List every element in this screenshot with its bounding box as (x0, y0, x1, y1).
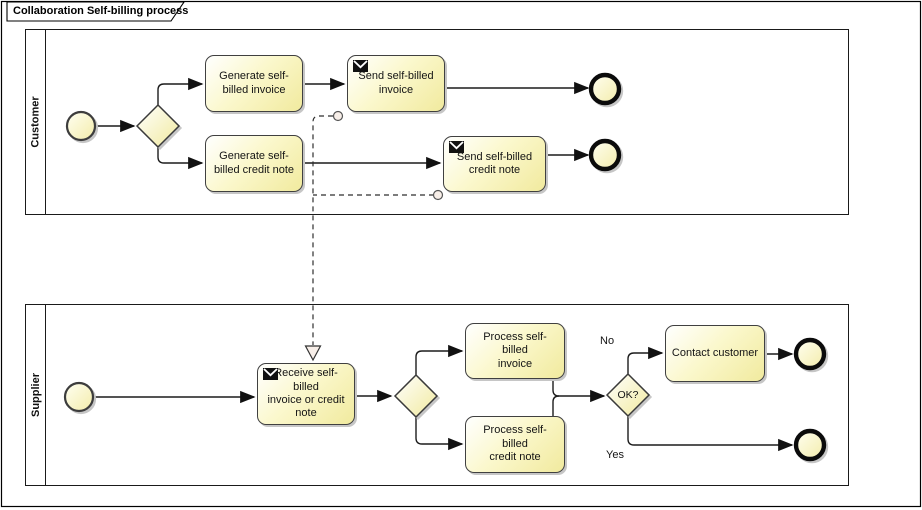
flow-gateway-to-generate-credit-note[interactable] (157, 147, 204, 170)
edge-label-no: No (600, 335, 615, 347)
task-label: Process self-billed credit note (483, 424, 547, 464)
task-label: Process self-billed invoice (483, 330, 547, 370)
message-flow-target-arrowhead-icon (304, 345, 322, 362)
flow-gateway-to-process-invoice[interactable] (415, 344, 464, 375)
message-icon (449, 141, 464, 153)
task-receive-self-billed-invoice-or-credit-note[interactable]: Receive self-billed invoice or credit no… (257, 363, 355, 425)
message-flow-source-circle-icon (332, 110, 344, 122)
diagram-title: Collaboration Self-billing process (13, 5, 189, 17)
flow-gateway-to-process-credit-note[interactable] (415, 417, 464, 451)
task-process-self-billed-credit-note[interactable]: Process self-billed credit note (465, 416, 565, 473)
task-label: Send self-billed invoice (358, 70, 434, 96)
task-label: Generate self- billed invoice (219, 70, 289, 96)
gateway-supplier-split[interactable] (393, 373, 439, 419)
task-label: Receive self-billed invoice or credit no… (267, 367, 345, 420)
pool-supplier-label-strip (26, 305, 46, 485)
message-flow-send-invoice-to-receive[interactable] (312, 115, 333, 345)
pool-customer-label-strip (26, 30, 46, 214)
start-event-customer[interactable] (65, 110, 97, 142)
task-label: Send self-billed credit note (456, 150, 533, 176)
task-contact-customer[interactable]: Contact customer (665, 325, 765, 382)
task-send-self-billed-invoice[interactable]: Send self-billed invoice (347, 55, 445, 112)
task-generate-self-billed-invoice[interactable]: Generate self- billed invoice (205, 55, 303, 112)
diagram-title-tab (6, 1, 186, 22)
message-icon (353, 60, 368, 72)
task-label: Contact customer (671, 346, 759, 359)
pool-supplier[interactable]: Supplier (25, 304, 849, 486)
end-event-invoice-sent[interactable] (588, 72, 622, 106)
flow-gateway-to-generate-invoice[interactable] (157, 77, 204, 105)
flow-ok-yes-to-end[interactable] (627, 416, 794, 452)
gateway-customer-split[interactable] (135, 103, 181, 149)
gateway-ok-check[interactable] (605, 372, 651, 418)
pool-customer[interactable]: Customer (25, 29, 849, 215)
task-generate-self-billed-credit-note[interactable]: Generate self- billed credit note (205, 135, 303, 192)
message-icon (263, 368, 278, 380)
edge-label-yes: Yes (606, 449, 624, 461)
gateway-ok-label: OK? (617, 389, 639, 401)
start-event-supplier[interactable] (63, 381, 95, 413)
flow-process-credit-note-to-ok-gateway[interactable] (552, 395, 560, 416)
message-flow-source-circle-icon (432, 189, 444, 201)
task-send-self-billed-credit-note[interactable]: Send self-billed credit note (443, 136, 546, 192)
end-event-contacted[interactable] (793, 337, 827, 371)
task-process-self-billed-invoice[interactable]: Process self-billed invoice (465, 323, 565, 379)
end-event-credit-note-sent[interactable] (588, 138, 622, 172)
task-label: Generate self- billed credit note (213, 150, 295, 176)
flow-ok-no-to-contact-customer[interactable] (627, 346, 664, 374)
end-event-ok[interactable] (793, 428, 827, 462)
